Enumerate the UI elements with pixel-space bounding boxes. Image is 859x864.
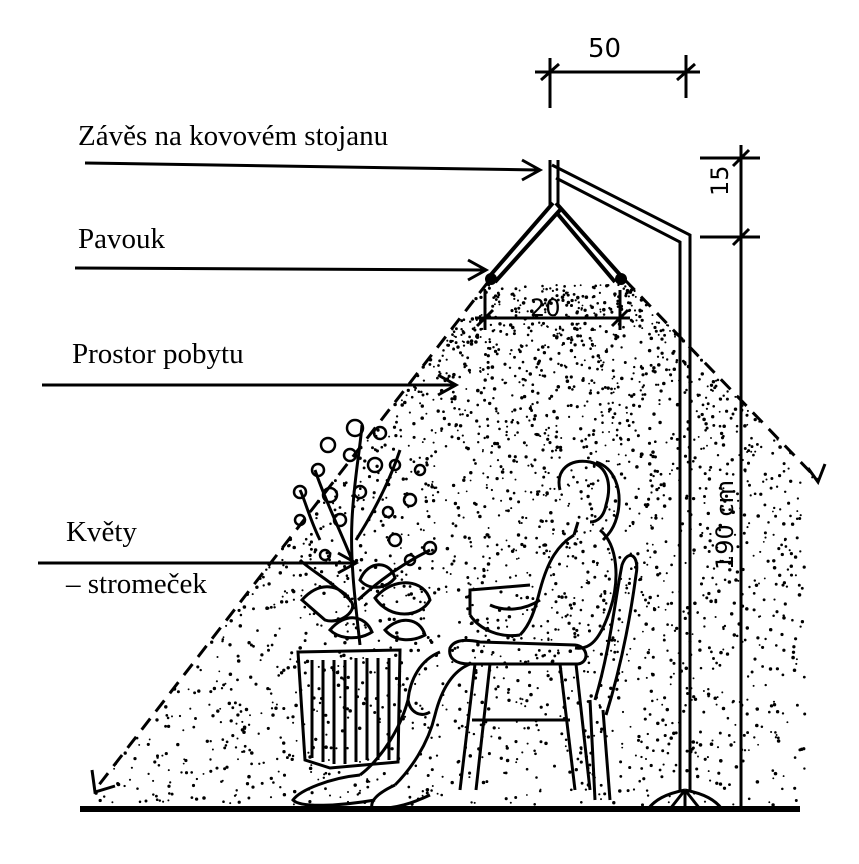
- dimension-50-label: 50: [588, 34, 622, 64]
- spider-right-bulb: [615, 273, 627, 285]
- spider-left-bulb: [485, 273, 497, 285]
- metal-stand: [548, 160, 724, 810]
- label-pavouk: Pavouk: [78, 223, 165, 255]
- label-stromecek: – stromeček: [66, 568, 207, 600]
- dimension-20-label: 20: [530, 294, 561, 322]
- flowers-tree: [298, 424, 432, 646]
- flower-blossoms: [292, 418, 438, 567]
- light-cone-outline: [93, 278, 820, 791]
- cone-arrowhead-right: [806, 463, 827, 486]
- cone-arrowhead-left: [90, 769, 116, 794]
- label-prostor: Prostor pobytu: [72, 338, 244, 370]
- label-kvety: Květy: [66, 516, 137, 548]
- chair: [448, 553, 639, 801]
- dimension-15-label: 15: [706, 165, 734, 196]
- dimension-50-lines: [535, 55, 700, 108]
- spider-lamp: [486, 201, 624, 284]
- seated-woman: [291, 459, 621, 810]
- label-zaves: Závěs na kovovém stojanu: [78, 120, 389, 152]
- dimension-height-lines: [700, 145, 760, 812]
- dimension-190-label: 190 cm: [711, 479, 739, 570]
- dimension-20-lines: [475, 290, 630, 330]
